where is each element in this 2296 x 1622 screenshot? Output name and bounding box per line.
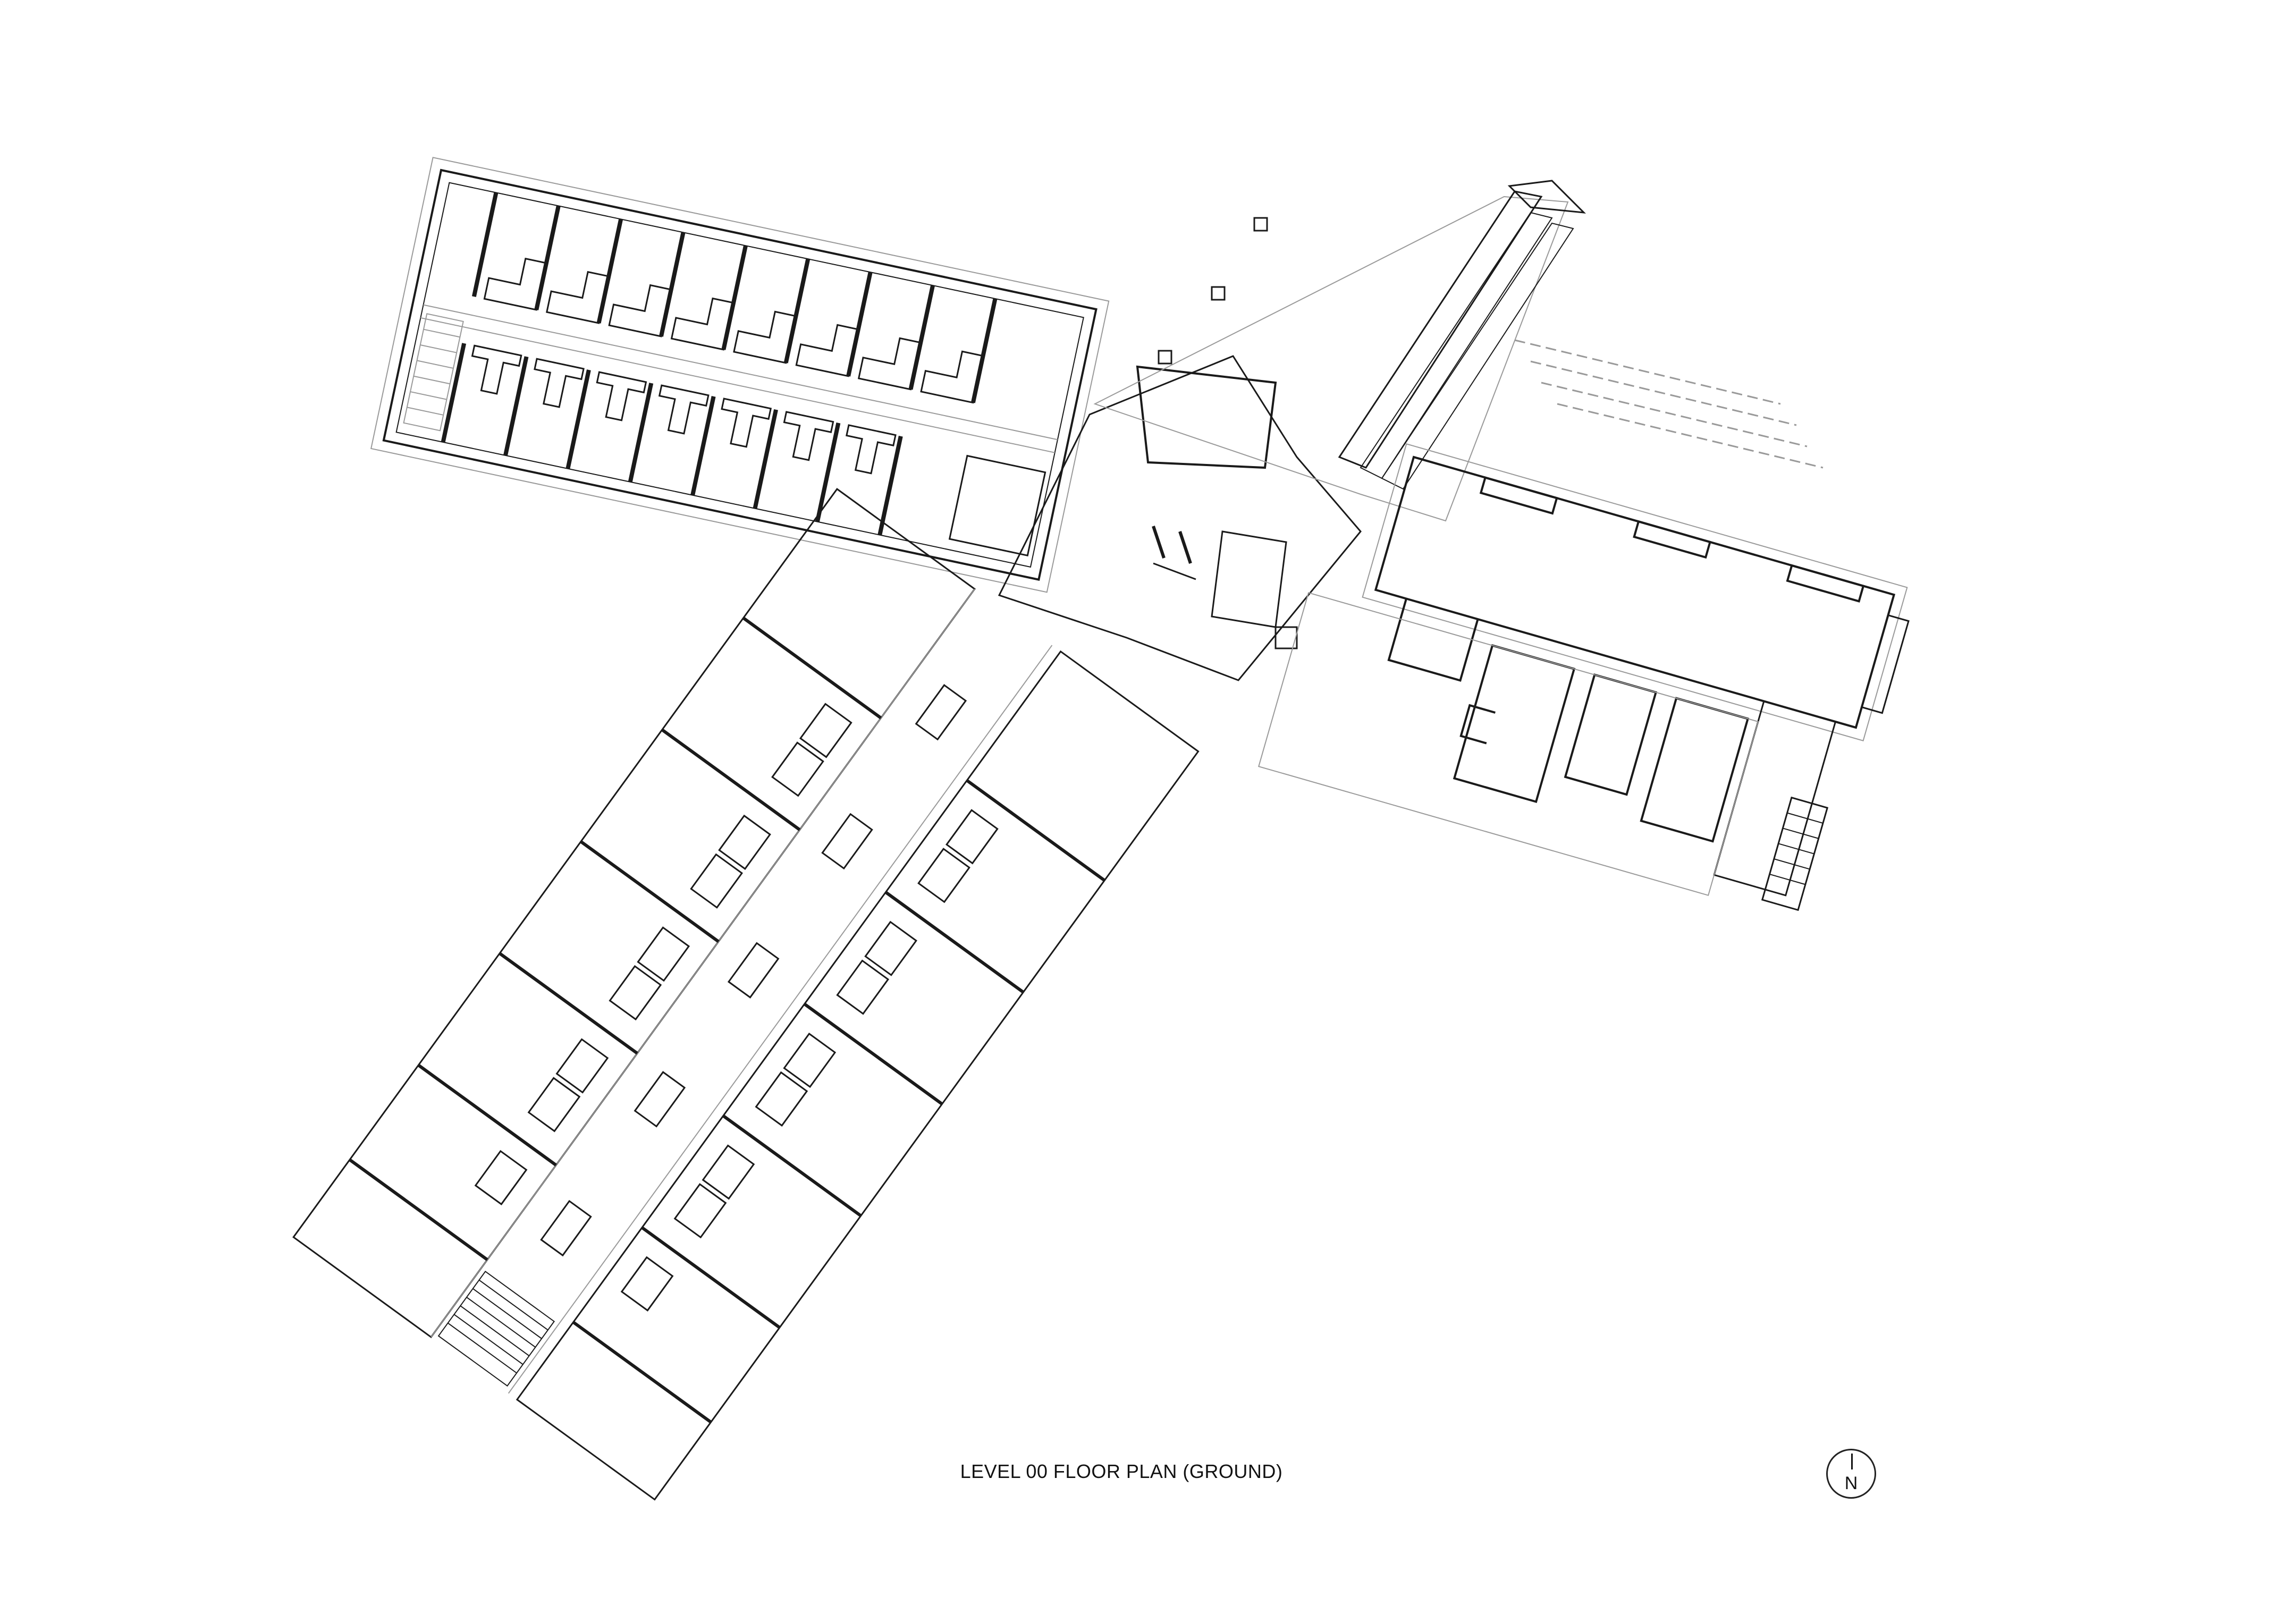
east-wing	[1258, 443, 1910, 911]
north-arrow-icon: N	[1826, 1449, 1876, 1499]
northeast-walkway	[1093, 180, 1824, 522]
northwest-wing	[370, 157, 1110, 593]
drawing-title: LEVEL 00 FLOOR PLAN (GROUND)	[960, 1460, 1283, 1482]
north-arrow-pointer	[1851, 1454, 1853, 1469]
southwest-wing	[292, 488, 1200, 1501]
central-lobby	[998, 355, 1362, 681]
north-label: N	[1844, 1473, 1858, 1493]
